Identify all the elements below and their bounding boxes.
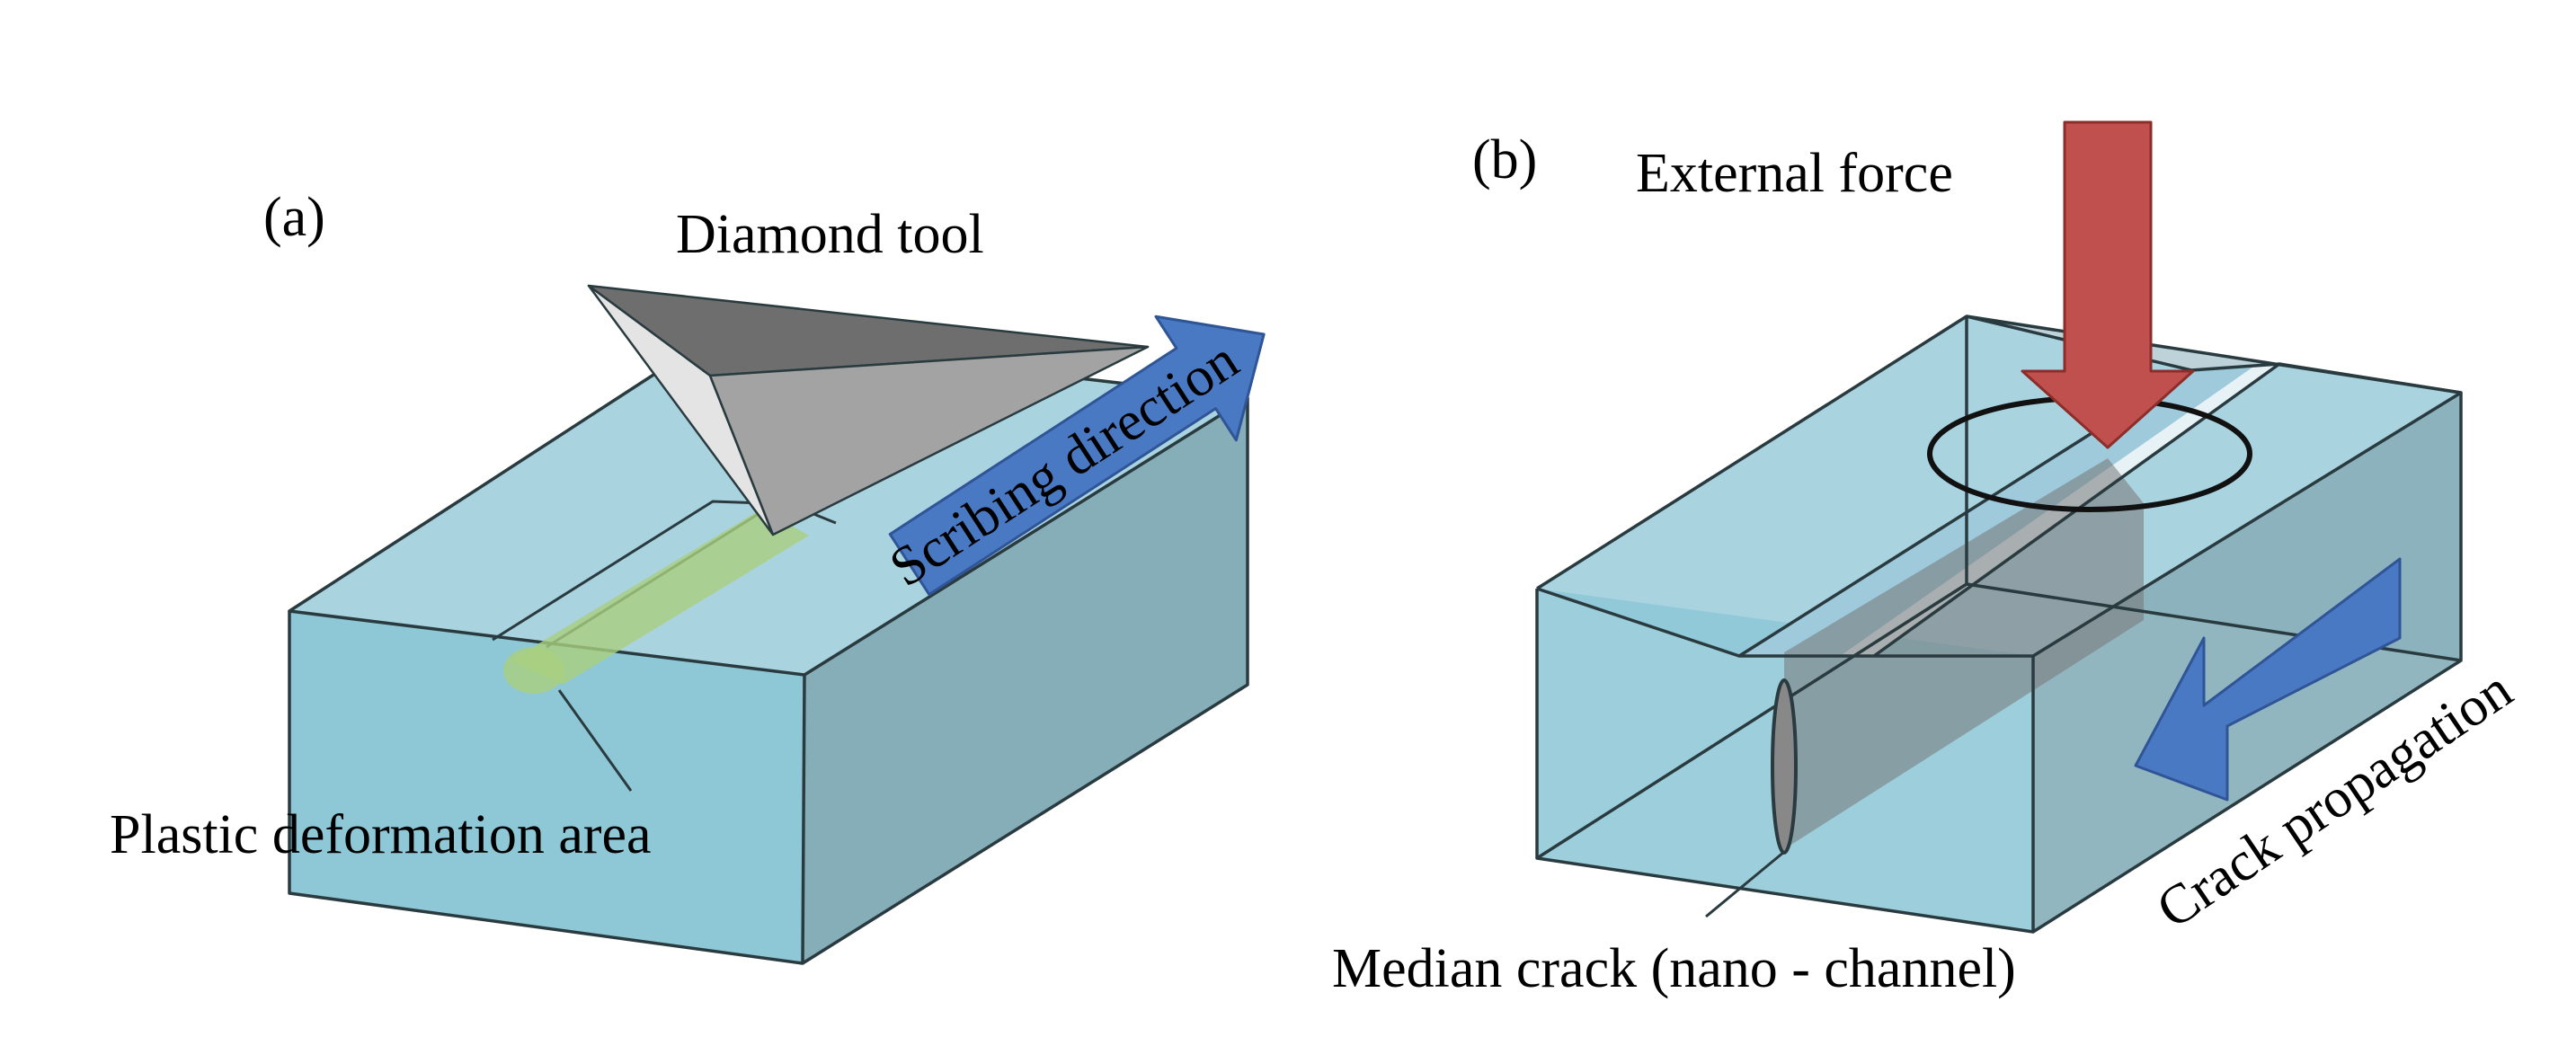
external-force-arrow	[2021, 120, 2195, 449]
median-crack-ellipse	[1771, 678, 1798, 855]
block-a-side-face	[803, 398, 1248, 963]
block-a-front-face	[289, 611, 804, 963]
panel-b: (b) External force Median crack (nano - …	[1332, 120, 2523, 999]
panel-a: Scribing direction (a) Diamond tool Plas…	[110, 187, 1266, 965]
panel-a-label: (a)	[263, 187, 325, 248]
block-b-side-face	[2033, 393, 2461, 932]
plastic-deformation-area	[503, 509, 809, 694]
crack-propagation-arrow	[2134, 557, 2402, 802]
panel-b-label: (b)	[1472, 129, 1537, 191]
diamond-tool-label: Diamond tool	[676, 204, 984, 265]
crack-leader-line	[1705, 850, 1785, 918]
crack-shaded-region	[1784, 458, 2144, 849]
plastic-deformation-label: Plastic deformation area	[110, 804, 652, 865]
median-crack-label: Median crack (nano - channel)	[1332, 938, 2016, 999]
diamond-tool	[587, 284, 1150, 536]
deformation-leader-line	[557, 689, 633, 792]
external-force-label: External force	[1636, 143, 1953, 204]
groove-b-wall	[1739, 364, 2279, 656]
